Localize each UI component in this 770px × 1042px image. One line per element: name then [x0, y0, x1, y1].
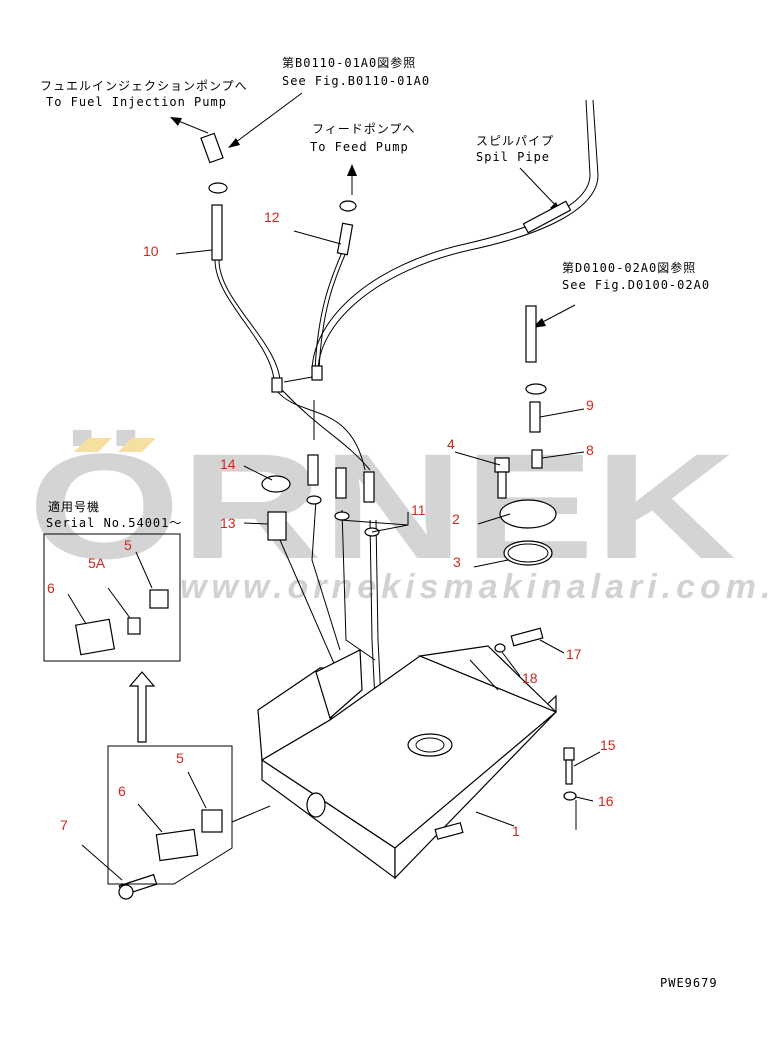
ref-d-label-en: See Fig.D0100-02A0 [562, 278, 710, 292]
parts [118, 132, 577, 900]
hose-clamp [334, 511, 350, 521]
tank-gauge-block [315, 649, 363, 720]
detail-box-lower [107, 745, 271, 885]
part-number-16: 16 [598, 793, 614, 809]
part-number-3: 3 [453, 554, 461, 570]
part-number-11: 11 [411, 502, 426, 518]
part-number-9: 9 [586, 397, 594, 413]
ref-b-label-en: See Fig.B0110-01A0 [282, 74, 430, 88]
cap-14 [261, 475, 291, 493]
upgrade-arrow-icon [128, 671, 156, 743]
hose-joint [271, 377, 283, 393]
ref-d-label-jp: 第D0100-02A0図参照 [562, 260, 696, 275]
watermark: ÖRNEK www.ornekismakinalari.com.tr [28, 422, 770, 606]
part-number-12: 12 [264, 209, 280, 225]
clip-6 [155, 828, 199, 862]
clamp-5 [149, 589, 169, 609]
strainer-13 [267, 511, 287, 541]
fuel-injection-label-en: To Fuel Injection Pump [46, 95, 227, 109]
umlaut-mark-right [118, 438, 156, 452]
hose-nipple [529, 401, 541, 433]
part-number-2: 2 [452, 511, 460, 527]
part-number-8: 8 [586, 442, 594, 458]
tank-filler-flange [407, 733, 453, 757]
umlaut-mark-left [74, 438, 112, 452]
drawing-code: PWE9679 [660, 976, 718, 990]
part-number-4: 4 [447, 436, 455, 452]
cover-plate [499, 499, 557, 529]
spill-pipe-segment [522, 200, 572, 234]
part-number-10: 10 [143, 243, 159, 259]
tank-drain-port [306, 792, 326, 818]
hose-clamp [339, 200, 357, 212]
part-number-6-lower: 6 [118, 783, 126, 799]
bolt-shank [497, 471, 507, 499]
leader-lines [81, 230, 601, 881]
hose-clamp [306, 495, 322, 505]
fitting-5a [127, 617, 141, 635]
return-hose-upper [525, 305, 537, 363]
fuel-tank [257, 645, 558, 880]
tube-segment [363, 471, 375, 503]
hose-joint [311, 365, 323, 381]
hose-clamp [525, 383, 547, 395]
bolt-7-head [118, 884, 134, 900]
part-number-1: 1 [512, 823, 520, 839]
bolt-head-15 [563, 747, 575, 761]
part-number-5-lower: 5 [176, 750, 184, 766]
feed-pump-label-jp: フィードポンプへ [312, 122, 415, 136]
part-number-5a: 5A [88, 555, 106, 571]
detail-box-serial [43, 533, 181, 662]
part-number-7: 7 [60, 817, 68, 833]
part-number-17: 17 [566, 646, 582, 662]
fuel-hose-10 [211, 204, 223, 261]
fuel-hose-12 [336, 222, 354, 256]
spill-pipe-label-en: Spil Pipe [476, 150, 550, 164]
bolt-17 [510, 627, 544, 647]
gasket [503, 540, 553, 566]
serial-label-en: Serial No.54001～ [46, 516, 182, 530]
washer-16 [563, 791, 577, 801]
plug [531, 449, 543, 469]
gasket-inner [507, 543, 549, 563]
tank-handle [434, 822, 464, 840]
clip-6 [74, 618, 116, 656]
part-number-14: 14 [220, 456, 236, 472]
fuel-injection-elbow [200, 132, 224, 164]
fuel-injection-label-jp: フュエルインジェクションポンプへ [40, 79, 248, 93]
hose-clamp [208, 182, 228, 194]
part-number-labels: 1 2 3 4 5 5A 6 5 6 7 8 9 10 11 12 13 14 … [47, 209, 616, 839]
watermark-logo: ÖRNEK [28, 422, 736, 590]
part-number-13: 13 [220, 515, 236, 531]
tube-segment [307, 454, 319, 486]
feed-pump-label-en: To Feed Pump [310, 140, 409, 154]
spill-pipe-label-jp: スピルパイプ [476, 134, 554, 148]
part-number-6: 6 [47, 580, 55, 596]
tank-filler-opening [415, 737, 445, 753]
part-number-15: 15 [600, 737, 616, 753]
bolt-head [494, 457, 510, 473]
clamp-5 [201, 809, 223, 833]
part-number-18: 18 [522, 670, 538, 686]
watermark-url: www.ornekismakinalari.com.tr [180, 568, 770, 606]
washer-18 [494, 643, 506, 653]
serial-label-jp: 適用号機 [48, 499, 100, 514]
part-number-5: 5 [124, 537, 132, 553]
ref-b-label-jp: 第B0110-01A0図参照 [282, 55, 416, 70]
bolt-shank-15 [565, 759, 573, 785]
tube-segment [335, 467, 347, 499]
